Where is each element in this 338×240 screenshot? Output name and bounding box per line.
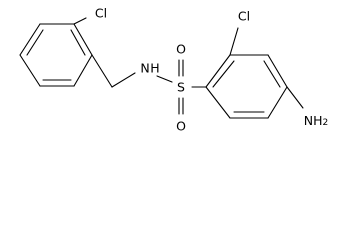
structure-canvas: Cl N H S O O C — [19, 5, 329, 134]
bond — [205, 54, 231, 88]
nitrogen-atom-label: N — [140, 61, 149, 76]
bond — [73, 23, 93, 56]
double-bond-inner — [70, 29, 86, 56]
chemical-structure: Cl N H S O O C — [19, 6, 328, 134]
amino-group-label: NH2 — [304, 113, 328, 129]
aminophenyl-ring — [205, 54, 288, 119]
bond — [19, 54, 41, 87]
benzyl-ring — [19, 23, 93, 87]
bond — [73, 54, 93, 87]
hydrogen-atom-label: H — [150, 61, 159, 76]
bond — [19, 23, 41, 56]
sulfur-atom-label: S — [177, 80, 185, 95]
bond-n-s — [156, 75, 173, 83]
bond-c-cl — [73, 17, 87, 25]
bond-c-nh2 — [286, 86, 304, 109]
chlorine-atom-label: Cl — [238, 9, 250, 24]
bond — [205, 86, 231, 119]
bond — [267, 86, 288, 119]
oxygen-atom-label: O — [176, 42, 186, 57]
double-bond-inner — [263, 60, 281, 88]
oxygen-atom-label: O — [176, 119, 186, 134]
bond-ch2-n — [111, 72, 136, 88]
bond-c-cl — [229, 27, 239, 56]
chlorine-atom-label: Cl — [95, 6, 107, 21]
double-bond-inner — [212, 60, 235, 88]
amino-subscript-text: 2 — [323, 118, 329, 128]
double-bond-inner — [26, 29, 44, 56]
amino-nh-text: NH — [304, 113, 323, 128]
bond-ring-ch2 — [91, 54, 113, 88]
bond — [267, 54, 288, 88]
